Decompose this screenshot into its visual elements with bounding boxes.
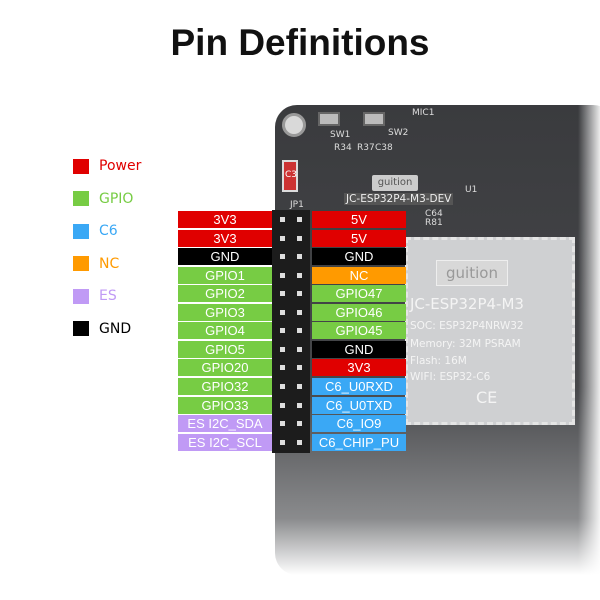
header-pin <box>280 439 285 445</box>
pin-label-left-5: GPIO2 <box>178 285 272 303</box>
pin-label-left-10: GPIO32 <box>178 377 272 395</box>
header-pin <box>280 421 285 427</box>
silk-c3: C3 <box>285 170 298 180</box>
header-pin <box>280 346 285 352</box>
header-pin <box>297 402 302 408</box>
legend-swatch <box>73 158 89 174</box>
header-pin <box>280 272 285 278</box>
header-pin <box>297 291 302 297</box>
legend-label: C6 <box>99 223 118 240</box>
pin-label-right-9: 3V3 <box>312 359 406 377</box>
legend-label: ES <box>99 288 117 305</box>
header-ref: JP1 <box>290 200 304 210</box>
header-pin <box>297 235 302 241</box>
pin-label-left-12: ES I2C_SDA <box>178 415 272 433</box>
module-wifi: WIFI: ESP32-C6 <box>410 371 491 383</box>
header-pin <box>297 328 302 334</box>
page-title: Pin Definitions <box>170 22 430 63</box>
pin-label-right-13: C6_CHIP_PU <box>312 433 406 451</box>
pin-label-left-6: GPIO3 <box>178 303 272 321</box>
header-pin <box>280 235 285 241</box>
header-pin <box>280 217 285 222</box>
header-pin <box>297 217 302 222</box>
mounting-hole <box>282 113 306 137</box>
board-logo: guition <box>372 175 418 191</box>
silk-mic1: MIC1 <box>412 108 435 118</box>
pin-label-right-1: 5V <box>312 211 406 228</box>
legend-swatch <box>73 223 89 239</box>
module-soc: SOC: ESP32P4NRW32 <box>410 320 524 332</box>
legend-label: NC <box>99 255 120 272</box>
header-pin <box>280 291 285 297</box>
pin-label-left-9: GPIO20 <box>178 359 272 377</box>
silk-r81: R81 <box>425 218 443 228</box>
legend-label: GND <box>99 320 132 337</box>
legend-swatch <box>73 321 89 337</box>
module-logo: guition <box>436 260 508 286</box>
pin-label-right-12: C6_IO9 <box>312 415 406 433</box>
pin-label-right-7: GPIO45 <box>312 322 406 340</box>
pin-header <box>272 210 310 453</box>
legend-swatch <box>73 256 89 272</box>
silk-u1: U1 <box>465 185 478 195</box>
legend-swatch <box>73 288 89 304</box>
legend-item-nc: NC <box>73 248 141 281</box>
pin-label-left-11: GPIO33 <box>178 396 272 414</box>
header-pin <box>297 346 302 352</box>
header-pin <box>297 309 302 315</box>
silk-c38: C38 <box>375 143 393 153</box>
header-pin <box>297 254 302 260</box>
pin-label-right-2: 5V <box>312 229 406 247</box>
pin-label-right-3: GND <box>312 248 406 266</box>
module-flash: Flash: 16M <box>410 355 467 367</box>
header-pin <box>297 421 302 427</box>
header-pin <box>280 309 285 315</box>
legend-label: Power <box>99 158 142 175</box>
module-memory: Memory: 32M PSRAM <box>410 338 521 350</box>
legend-item-es: ES <box>73 280 141 313</box>
silk-sw1: SW1 <box>330 130 351 140</box>
pin-label-right-4: NC <box>312 266 406 284</box>
pin-label-right-5: GPIO47 <box>312 285 406 303</box>
legend-item-power: Power <box>73 150 141 183</box>
header-pin <box>280 328 285 334</box>
header-pin <box>280 402 285 408</box>
pin-label-left-2: 3V3 <box>178 229 272 247</box>
silk-r37: R37 <box>357 143 375 153</box>
header-pin <box>280 383 285 389</box>
ce-mark: CE <box>476 388 498 407</box>
header-pin <box>297 272 302 278</box>
board-fade <box>578 105 600 575</box>
legend-item-c6: C6 <box>73 215 141 248</box>
module-name: JC-ESP32P4-M3 <box>410 295 524 313</box>
pin-label-left-4: GPIO1 <box>178 266 272 284</box>
header-pin <box>280 254 285 260</box>
silk-sw2: SW2 <box>388 128 409 138</box>
pin-label-left-3: GND <box>178 248 272 266</box>
header-pin <box>280 365 285 371</box>
pin-label-right-11: C6_U0TXD <box>312 396 406 414</box>
button-sw2 <box>363 112 385 126</box>
pin-label-left-7: GPIO4 <box>178 322 272 340</box>
silk-c64: C64 <box>425 209 443 219</box>
esp32-module: guition JC-ESP32P4-M3 SOC: ESP32P4NRW32 … <box>405 237 575 425</box>
header-pin <box>297 365 302 371</box>
legend-item-gnd: GND <box>73 313 141 346</box>
pin-label-right-8: GND <box>312 340 406 358</box>
header-pin <box>297 439 302 445</box>
legend-item-gpio: GPIO <box>73 183 141 216</box>
legend-swatch <box>73 191 89 207</box>
pin-label-left-8: GPIO5 <box>178 340 272 358</box>
fuse <box>282 160 298 192</box>
silk-r34: R34 <box>334 143 352 153</box>
pin-label-left-1: 3V3 <box>178 211 272 228</box>
pin-label-left-13: ES I2C_SCL <box>178 433 272 451</box>
board-name: JC-ESP32P4-M3-DEV <box>344 193 454 205</box>
pin-label-right-6: GPIO46 <box>312 303 406 321</box>
pin-label-right-10: C6_U0RXD <box>312 377 406 395</box>
button-sw1 <box>318 112 340 126</box>
header-pin <box>297 383 302 389</box>
legend-label: GPIO <box>99 190 134 207</box>
